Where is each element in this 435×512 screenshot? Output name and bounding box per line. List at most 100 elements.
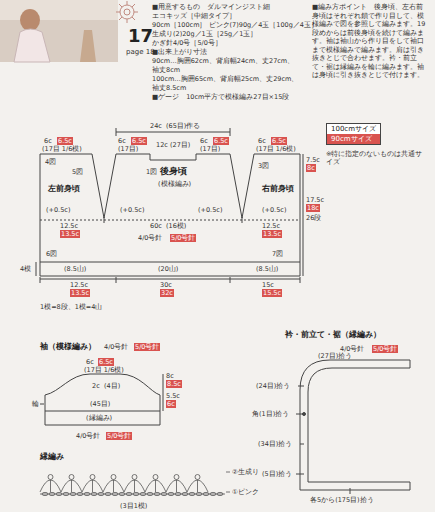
dimension-label: (17目) <box>118 145 138 153</box>
band-end <box>410 482 411 490</box>
dimension-label: (17目 1/6模) <box>84 366 124 374</box>
dimension-label: (8.5山) <box>64 265 86 273</box>
dimension-label: ■出来上がり寸法 <box>152 48 207 56</box>
dimension-label: 4/0号針 <box>138 234 162 242</box>
dimension-label: 7図 <box>272 250 283 258</box>
dimension-line <box>36 262 37 276</box>
part-heading: 右前身頃 <box>262 184 294 194</box>
dimension-label: (+0.5c) <box>46 206 70 214</box>
edging-stroke <box>210 492 216 495</box>
edging-stroke <box>50 480 51 492</box>
edging-stroke <box>153 475 158 480</box>
edging-stroke <box>226 472 230 473</box>
band-outer-line <box>300 360 410 490</box>
edging-stroke <box>103 480 124 492</box>
edging-stroke <box>42 492 48 495</box>
size-90-value: 13.5c <box>60 230 80 238</box>
edging-stroke <box>56 492 62 495</box>
dimension-label: 24c <box>150 122 162 130</box>
dimension-label: 100cm…胸囲65cm、背肩幅25cm、丈29cm、 <box>152 75 298 83</box>
dimension-label: エコキッズ［中細タイプ］ <box>152 12 236 20</box>
edging-stroke <box>166 480 187 492</box>
dimension-label: (17目) <box>200 145 220 153</box>
dimension-label: (+0.5c) <box>262 206 286 214</box>
part-heading: 衿・前立て・裾（縁編み） <box>285 330 381 340</box>
dimension-label: (16模) <box>166 222 186 230</box>
edging-stroke <box>187 480 208 492</box>
edging-stroke <box>113 480 114 492</box>
legend-swatch: 100cmサイズ <box>327 124 380 134</box>
dimension-line <box>303 154 304 276</box>
photo-wall <box>0 0 118 20</box>
edging-stroke <box>134 480 135 492</box>
dimension-label: 2c <box>92 382 100 390</box>
legend-text: 100cmサイズ <box>331 125 376 133</box>
dimension-label: 30c <box>160 281 172 289</box>
dimension-label: 6c <box>86 358 94 366</box>
edging-stroke <box>71 480 72 492</box>
hem-band-line <box>40 262 300 263</box>
dimension-label: 4図 <box>45 158 56 166</box>
edging-stroke <box>69 475 74 480</box>
dimension-line <box>40 220 300 221</box>
dimension-label: (3目1模) <box>120 502 147 510</box>
edging-stroke <box>133 492 139 495</box>
edging-stroke <box>82 480 103 492</box>
dimension-label: ①ピンク <box>232 488 259 496</box>
size-90-value: 6c <box>166 400 176 408</box>
dimension-label: (34目)拾う <box>258 440 292 448</box>
dimension-label: 角(1目)拾う <box>252 410 289 418</box>
size-90-value: 13.5c <box>70 289 90 297</box>
dimension-label: (縁編み) <box>86 414 112 422</box>
edging-stroke <box>174 475 179 480</box>
edging-stroke <box>217 492 223 495</box>
dimension-label: (27目) <box>170 141 190 149</box>
child-dress <box>14 29 50 62</box>
edging-stroke <box>61 480 82 492</box>
edging-stroke <box>182 492 188 495</box>
dimension-label: (模様編み) <box>158 180 191 188</box>
dimension-label: 各5から(175目)拾う <box>310 496 374 504</box>
edging-stroke <box>147 492 153 495</box>
dimension-label: 6図 <box>46 250 57 258</box>
child-head <box>20 9 40 31</box>
edging-stroke <box>140 492 146 495</box>
dimension-label: ■ゲージ 10cm平方で模様編み27目×15段 <box>152 93 289 101</box>
size-90-value: 6.5c <box>271 137 287 145</box>
part-heading: 左前身頃 <box>48 184 80 194</box>
edging-stroke <box>226 492 230 493</box>
edging-stroke <box>84 492 90 495</box>
part-heading: 後身頃 <box>160 166 187 177</box>
dimension-label: 4/0号針 <box>340 345 364 353</box>
edging-stroke <box>119 492 125 495</box>
edging-stroke <box>98 492 104 495</box>
size-90-value: 8.5c <box>166 380 182 388</box>
dimension-label: 12.5c <box>60 222 78 230</box>
body-outline <box>40 154 300 276</box>
size-note: ※特に指定のないものは共通サイズ <box>326 150 426 166</box>
photo-prop <box>80 30 96 62</box>
dimension-label: (20山) <box>158 265 178 273</box>
size-90-value: 6.5c <box>98 358 114 366</box>
dimension-label: 輪 <box>32 400 39 408</box>
edging-stroke <box>111 475 116 480</box>
edging-stroke <box>49 492 55 495</box>
edging-stroke <box>196 492 202 495</box>
dimension-label: (5目)拾う <box>262 470 292 478</box>
band-inner-line <box>308 368 410 482</box>
edging-stroke <box>161 492 167 495</box>
dimension-label: 90cm…胸囲62cm、背肩幅24cm、丈27cm、 <box>152 57 294 65</box>
dimension-label: (24目)拾う <box>256 382 290 390</box>
edging-stroke <box>176 480 177 492</box>
size-90-value: 5/0号針 <box>134 343 160 351</box>
dimension-label: 5.5c <box>166 392 180 400</box>
size-90-value: 32c <box>160 289 174 297</box>
dimension-label: (17目 1/6模) <box>256 145 296 153</box>
dimension-label: 12c <box>156 141 168 149</box>
dimension-label: (65目)作る <box>166 122 200 130</box>
dimension-label: (+0.5c) <box>198 206 222 214</box>
legend-swatch: 90cmサイズ <box>327 134 380 144</box>
dimension-label: 7.5c <box>306 156 320 164</box>
edging-stroke <box>105 492 111 495</box>
band-end <box>410 360 411 368</box>
